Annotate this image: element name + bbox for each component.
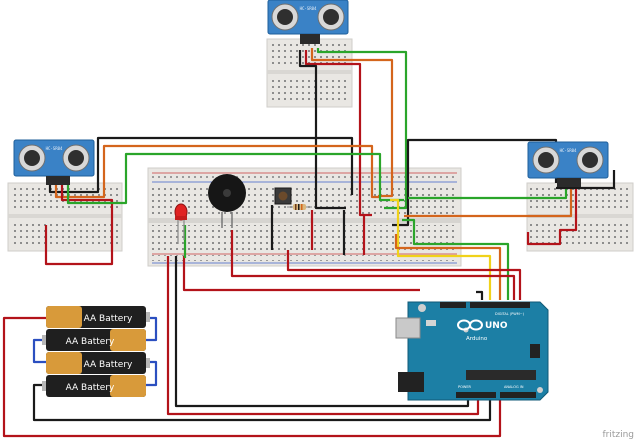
battery-2: AA Battery [42,329,146,351]
breadboard-left [7,182,123,252]
battery-4: AA Battery [42,375,146,397]
wire-black-left [48,136,354,195]
wire-orange-right [404,183,573,218]
wire-black-battery [32,383,492,422]
wire-green-left [66,152,404,205]
wire-red-rail2 [182,256,420,292]
arduino-power-label: POWER [458,385,472,389]
battery-4-label: AA Battery [66,383,115,393]
battery-2-label: AA Battery [66,337,115,347]
piezo-buzzer [208,174,246,228]
ultrasonic-sensor-top: HC-SR04 [267,0,349,44]
wire-red-right [526,183,578,246]
breadboard-main [147,167,462,267]
arduino-digital-label: DIGITAL (PWM~) [495,312,525,316]
push-button [274,187,292,205]
ultrasonic-sensor-left: HC-SR04 [13,139,95,185]
battery-3: AA Battery [46,352,150,374]
arduino-brand: Arduino [466,336,488,342]
wire-red-battery [2,316,502,438]
wire-orange-ard [394,234,502,300]
wire-black-right2 [556,170,616,190]
battery-pack: AA Battery AA Battery AA Battery AA Batt… [42,306,150,397]
arduino-analog-label: ANALOG IN [504,385,524,389]
resistor [287,204,312,210]
wire-red-ard1 [230,250,516,300]
sensor-left-label: HC-SR04 [46,146,63,151]
wire-green-ard [402,218,510,300]
battery-1: AA Battery [46,306,150,328]
wire-black-top [298,50,346,210]
wire-red-ard2 [286,250,522,300]
sensor-top-label: HC-SR04 [300,6,317,11]
wire-red-rail [166,256,480,416]
arduino-logo [457,319,483,331]
ultrasonic-sensor-right: HC-SR04 [527,141,609,187]
breadboard-top [266,38,353,108]
battery-1-label: AA Battery [84,314,133,324]
wire-red-left [44,183,114,266]
wire-orange-left [54,144,380,199]
red-led [174,203,188,244]
wire-blue-battery2 [32,338,46,364]
breadboard-right [526,182,634,252]
fritzing-watermark: fritzing [602,430,634,440]
wire-black-ard [476,290,484,300]
sensor-right-label: HC-SR04 [560,148,577,153]
wire-blue-battery3 [146,360,158,387]
arduino-uno: UNO Arduino DIGITAL (PWM~) POWER ANALOG … [395,301,549,401]
wire-orange-top [310,48,394,198]
wire-blue-battery1 [146,316,158,342]
arduino-model: UNO [485,321,508,331]
battery-3-label: AA Battery [84,360,133,370]
